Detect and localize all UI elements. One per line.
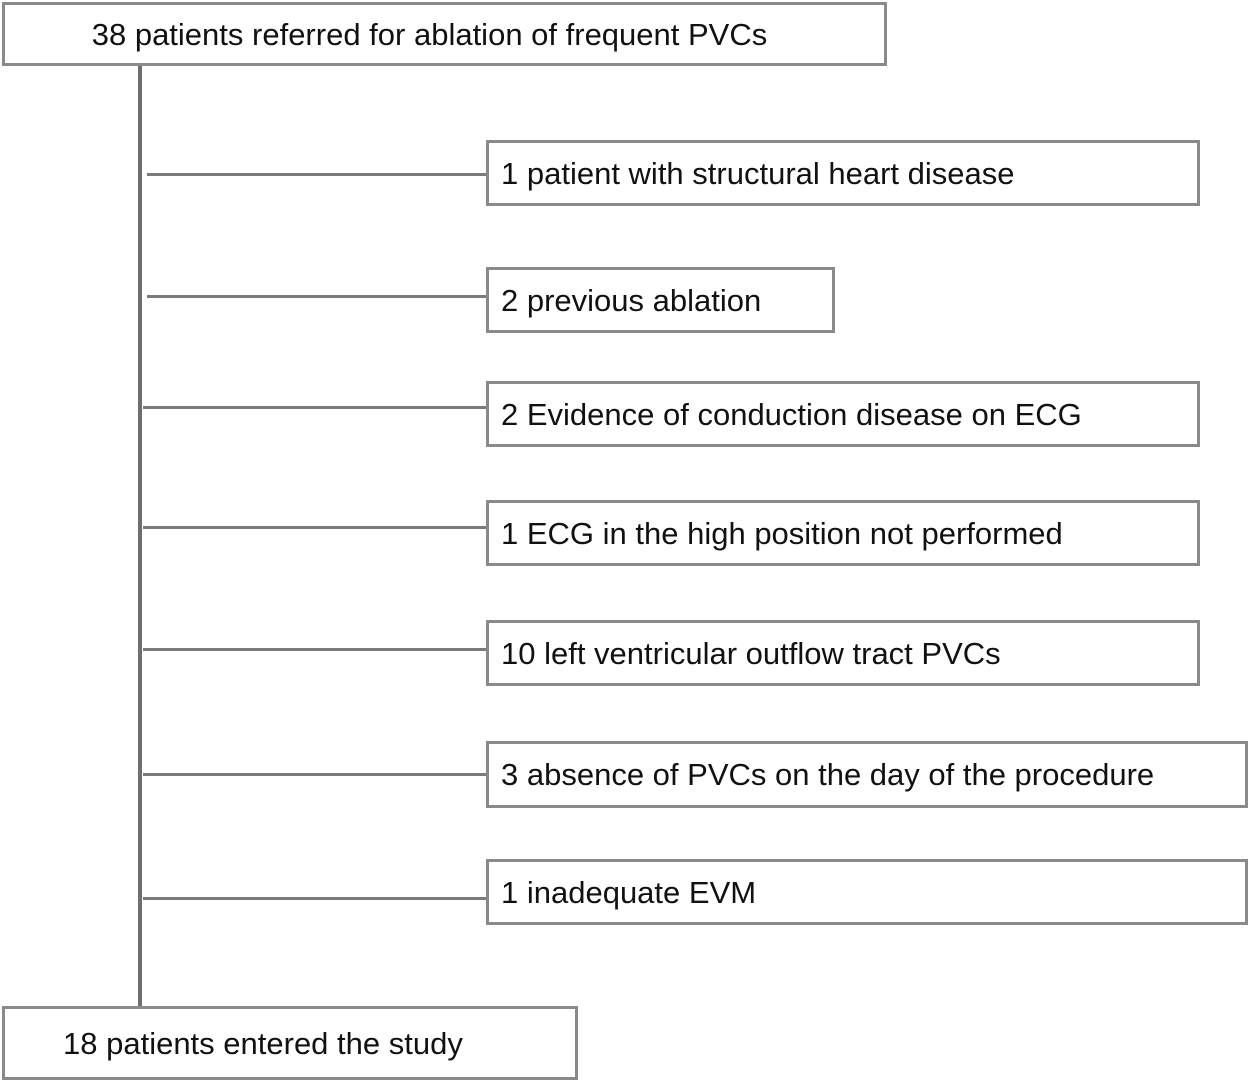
exclusion-box-3: 2 Evidence of conduction disease on ECG — [486, 381, 1200, 447]
exclusion-label-3: 2 Evidence of conduction disease on ECG — [501, 396, 1082, 432]
branch-connector-7 — [143, 897, 488, 900]
branch-connector-3 — [143, 406, 488, 409]
exclusion-label-6: 3 absence of PVCs on the day of the proc… — [501, 757, 1155, 792]
study-entry-box: 18 patients entered the study — [2, 1006, 578, 1080]
referred-patients-label: 38 patients referred for ablation of fre… — [91, 16, 768, 52]
branch-connector-4 — [143, 526, 488, 529]
exclusion-label-2: 2 previous ablation — [501, 282, 762, 318]
exclusion-box-7: 1 inadequate EVM — [486, 859, 1248, 925]
exclusion-box-4: 1 ECG in the high position not performed — [486, 500, 1200, 566]
flow-trunk-line — [138, 64, 142, 1014]
exclusion-label-7: 1 inadequate EVM — [501, 874, 757, 910]
branch-connector-2 — [147, 295, 488, 298]
study-entry-label: 18 patients entered the study — [63, 1025, 463, 1061]
exclusion-box-5: 10 left ventricular outflow tract PVCs — [486, 620, 1200, 686]
exclusion-box-6: 3 absence of PVCs on the day of the proc… — [486, 741, 1248, 808]
branch-connector-5 — [143, 648, 488, 651]
referred-patients-box: 38 patients referred for ablation of fre… — [2, 2, 887, 66]
exclusion-box-1: 1 patient with structural heart disease — [486, 140, 1200, 206]
exclusion-box-2: 2 previous ablation — [486, 267, 835, 333]
branch-connector-1 — [147, 173, 488, 176]
exclusion-label-5: 10 left ventricular outflow tract PVCs — [501, 635, 1001, 671]
exclusion-label-4: 1 ECG in the high position not performed — [501, 515, 1063, 551]
exclusion-label-1: 1 patient with structural heart disease — [501, 155, 1015, 191]
branch-connector-6 — [143, 773, 488, 776]
